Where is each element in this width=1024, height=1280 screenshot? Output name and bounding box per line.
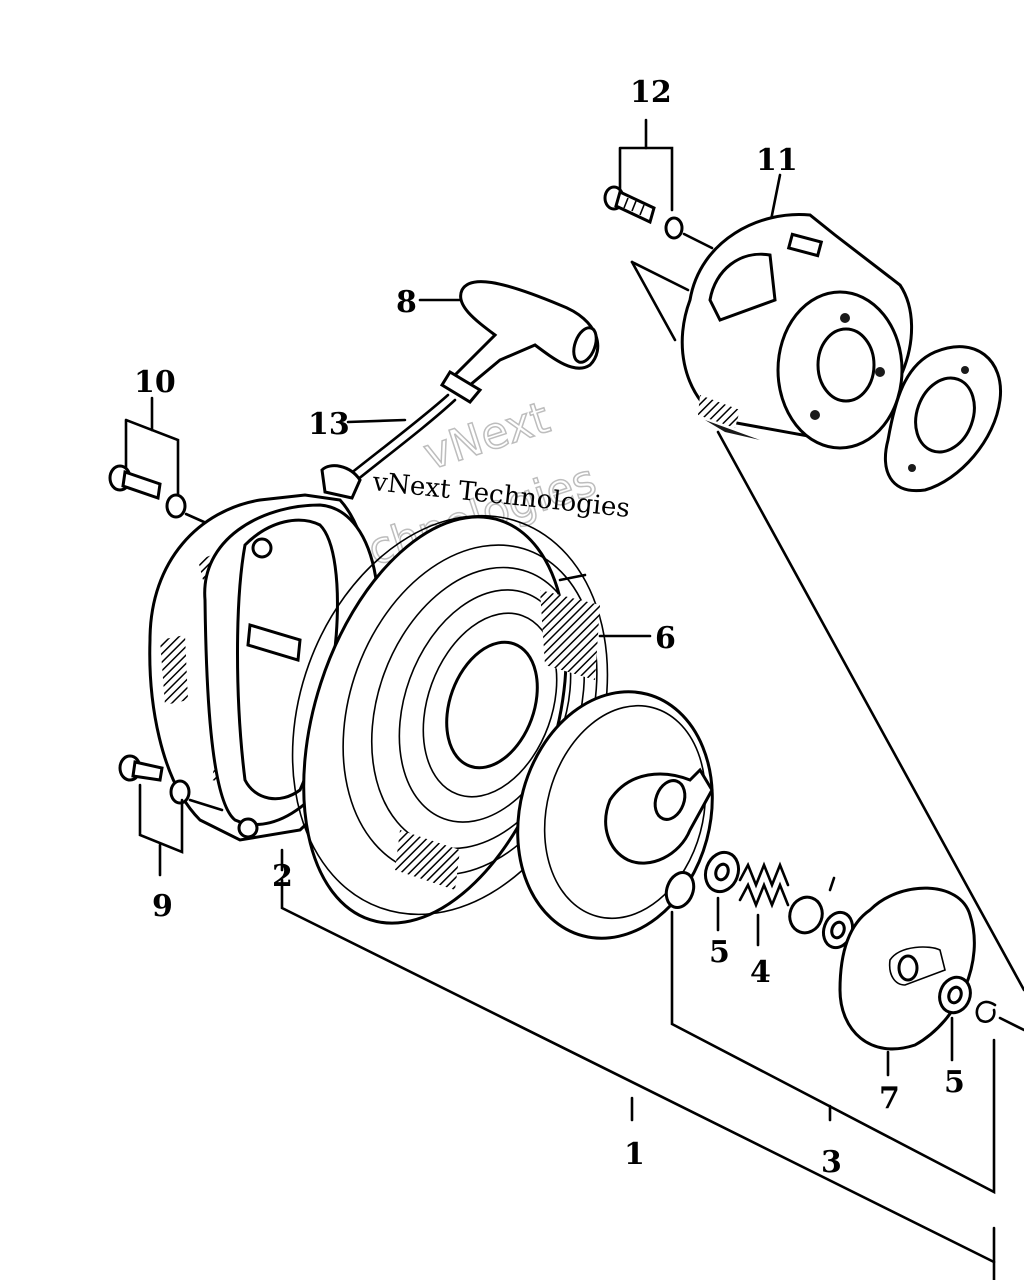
e-clip xyxy=(975,1000,997,1023)
watermark-big-top: vNext xyxy=(418,392,556,480)
part-11-pulley-housing xyxy=(630,173,914,450)
label-5-upper: 5 xyxy=(709,935,730,970)
label-5-lower: 5 xyxy=(944,1065,965,1100)
part-12-screw-washer xyxy=(603,118,714,250)
part-5-washer-lower xyxy=(938,975,972,1062)
part-5-washer-upper xyxy=(664,850,741,932)
part-13-starter-rope xyxy=(343,393,457,486)
label-10: 10 xyxy=(134,365,176,400)
label-13: 13 xyxy=(308,407,350,442)
label-4: 4 xyxy=(750,955,771,990)
gasket-plate xyxy=(883,345,1003,493)
label-6: 6 xyxy=(655,621,676,656)
ratchet-ball-collar xyxy=(788,876,855,950)
starter-pulley xyxy=(516,690,714,940)
part-6-recoil-spring xyxy=(291,514,652,925)
part-7-ratchet-cover xyxy=(838,886,976,1077)
callout-labels: 12 11 8 13 10 6 2 9 5 4 7 5 1 3 xyxy=(134,75,965,1180)
label-12: 12 xyxy=(630,75,672,110)
label-9: 9 xyxy=(152,889,173,924)
label-3: 3 xyxy=(821,1145,842,1180)
label-1: 1 xyxy=(624,1137,645,1172)
label-7: 7 xyxy=(879,1081,900,1116)
part-8-starter-handle xyxy=(418,280,600,404)
part-9-screw-washer xyxy=(118,754,224,877)
part-4-spring xyxy=(738,861,790,947)
label-11: 11 xyxy=(756,143,798,178)
label-8: 8 xyxy=(396,285,417,320)
assembly-bracket-lines xyxy=(280,430,1024,1280)
part-10-screw-washer xyxy=(108,396,242,540)
label-2: 2 xyxy=(272,859,293,894)
